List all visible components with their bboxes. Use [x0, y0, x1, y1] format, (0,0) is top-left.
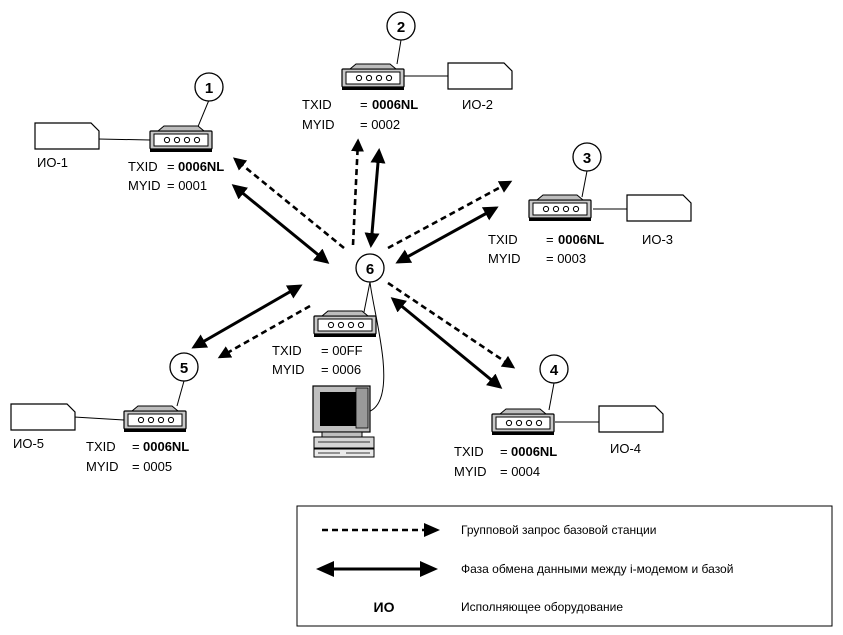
- txid-value-2: 0006NL: [372, 97, 418, 112]
- node-number-circle-1: [194, 72, 224, 102]
- solid-arrow-2: [364, 148, 386, 248]
- node-number-circle-4: [539, 354, 569, 384]
- node-number-2: 2: [397, 19, 405, 36]
- node-number-circle-3: [572, 142, 602, 172]
- txid-key-4: TXID: [454, 444, 484, 459]
- modem-4: [491, 408, 555, 436]
- node-number-4: 4: [550, 362, 559, 379]
- txid-eq-3: =: [546, 232, 554, 247]
- txid-key-6: TXID: [272, 343, 302, 358]
- node-number-3: 3: [583, 150, 591, 167]
- dashed-arrow-2: [351, 138, 364, 246]
- dashed-arrow-5: [217, 304, 311, 359]
- myid-value-1: = 0001: [167, 178, 207, 193]
- node-number-6: 6: [366, 261, 374, 278]
- txid-key-5: TXID: [86, 439, 116, 454]
- computer-icon: [312, 385, 375, 458]
- legend: Групповой запрос базовой станции Фаза об…: [296, 505, 833, 627]
- myid-key-3: MYID: [488, 251, 521, 266]
- myid-value-6: = 0006: [321, 362, 361, 377]
- legend-box: [296, 505, 833, 627]
- io-device-3: [626, 194, 692, 222]
- node-3: 3 TXID = 0006NL ИО-3 MYID = 0003: [488, 142, 692, 266]
- modem-2: [341, 63, 405, 91]
- io-label-3: ИО-3: [642, 232, 673, 247]
- io-device-1: [34, 122, 100, 150]
- txid-eq-5: =: [132, 439, 140, 454]
- base-station: 6 TXID = 00FF MYID = 0006: [272, 253, 385, 458]
- legend-dashed-label: Групповой запрос базовой станции: [461, 523, 656, 537]
- txid-key-3: TXID: [488, 232, 518, 247]
- modem-1: [149, 125, 213, 153]
- node-4: 4 TXID = 0006NL ИО-4 MYID = 0004: [454, 354, 664, 479]
- myid-key-4: MYID: [454, 464, 487, 479]
- myid-value-5: = 0005: [132, 459, 172, 474]
- node-number-circle-2: [386, 11, 416, 41]
- io-label-1: ИО-1: [37, 155, 68, 170]
- myid-key-6: MYID: [272, 362, 305, 377]
- arrows: [191, 138, 516, 389]
- myid-value-3: = 0003: [546, 251, 586, 266]
- node-1: 1 ИО-1 TXID = 0006NL MYID = 0001: [34, 72, 224, 193]
- txid-value-3: 0006NL: [558, 232, 604, 247]
- io-label-5: ИО-5: [13, 436, 44, 451]
- txid-eq-4: =: [500, 444, 508, 459]
- txid-key-2: TXID: [302, 97, 332, 112]
- modem-6: [313, 310, 377, 338]
- myid-value-4: = 0004: [500, 464, 540, 479]
- io-device-2: [447, 62, 513, 90]
- io-device-4: [598, 405, 664, 433]
- txid-key-1: TXID: [128, 159, 158, 174]
- legend-io-abbr: ИО: [374, 599, 395, 615]
- legend-io-label: Исполняющее оборудование: [461, 600, 623, 614]
- io-label-4: ИО-4: [610, 441, 641, 456]
- node-number-5: 5: [180, 360, 188, 377]
- myid-key-5: MYID: [86, 459, 119, 474]
- node-number-circle-6: [355, 253, 385, 283]
- node-number-1: 1: [205, 80, 213, 97]
- myid-key-1: MYID: [128, 178, 161, 193]
- solid-arrow-4: [390, 297, 503, 389]
- node-2: 2 TXID = 0006NL ИО-2 MYID = 0002: [302, 11, 513, 132]
- myid-value-2: = 0002: [360, 117, 400, 132]
- node-5: 5 ИО-5 TXID = 0006NL MYID = 0005: [10, 352, 199, 474]
- io-device-5: [10, 403, 76, 431]
- legend-solid-label: Фаза обмена данными между i-модемом и ба…: [461, 562, 733, 576]
- dashed-arrow-1: [232, 157, 345, 250]
- txid-value-5: 0006NL: [143, 439, 189, 454]
- solid-arrow-1: [231, 184, 330, 264]
- solid-arrow-5: [191, 284, 303, 349]
- solid-arrow-3: [395, 206, 499, 264]
- txid-value-1: 0006NL: [178, 159, 224, 174]
- modem-5: [123, 405, 187, 433]
- modem-3: [528, 194, 592, 222]
- node-number-circle-5: [169, 352, 199, 382]
- txid-eq-2: =: [360, 97, 368, 112]
- txid-value-4: 0006NL: [511, 444, 557, 459]
- txid-value-6: = 00FF: [321, 343, 363, 358]
- base-cable: [367, 281, 385, 413]
- txid-eq-1: =: [167, 159, 175, 174]
- io-label-2: ИО-2: [462, 97, 493, 112]
- dashed-arrow-4: [387, 281, 516, 369]
- myid-key-2: MYID: [302, 117, 335, 132]
